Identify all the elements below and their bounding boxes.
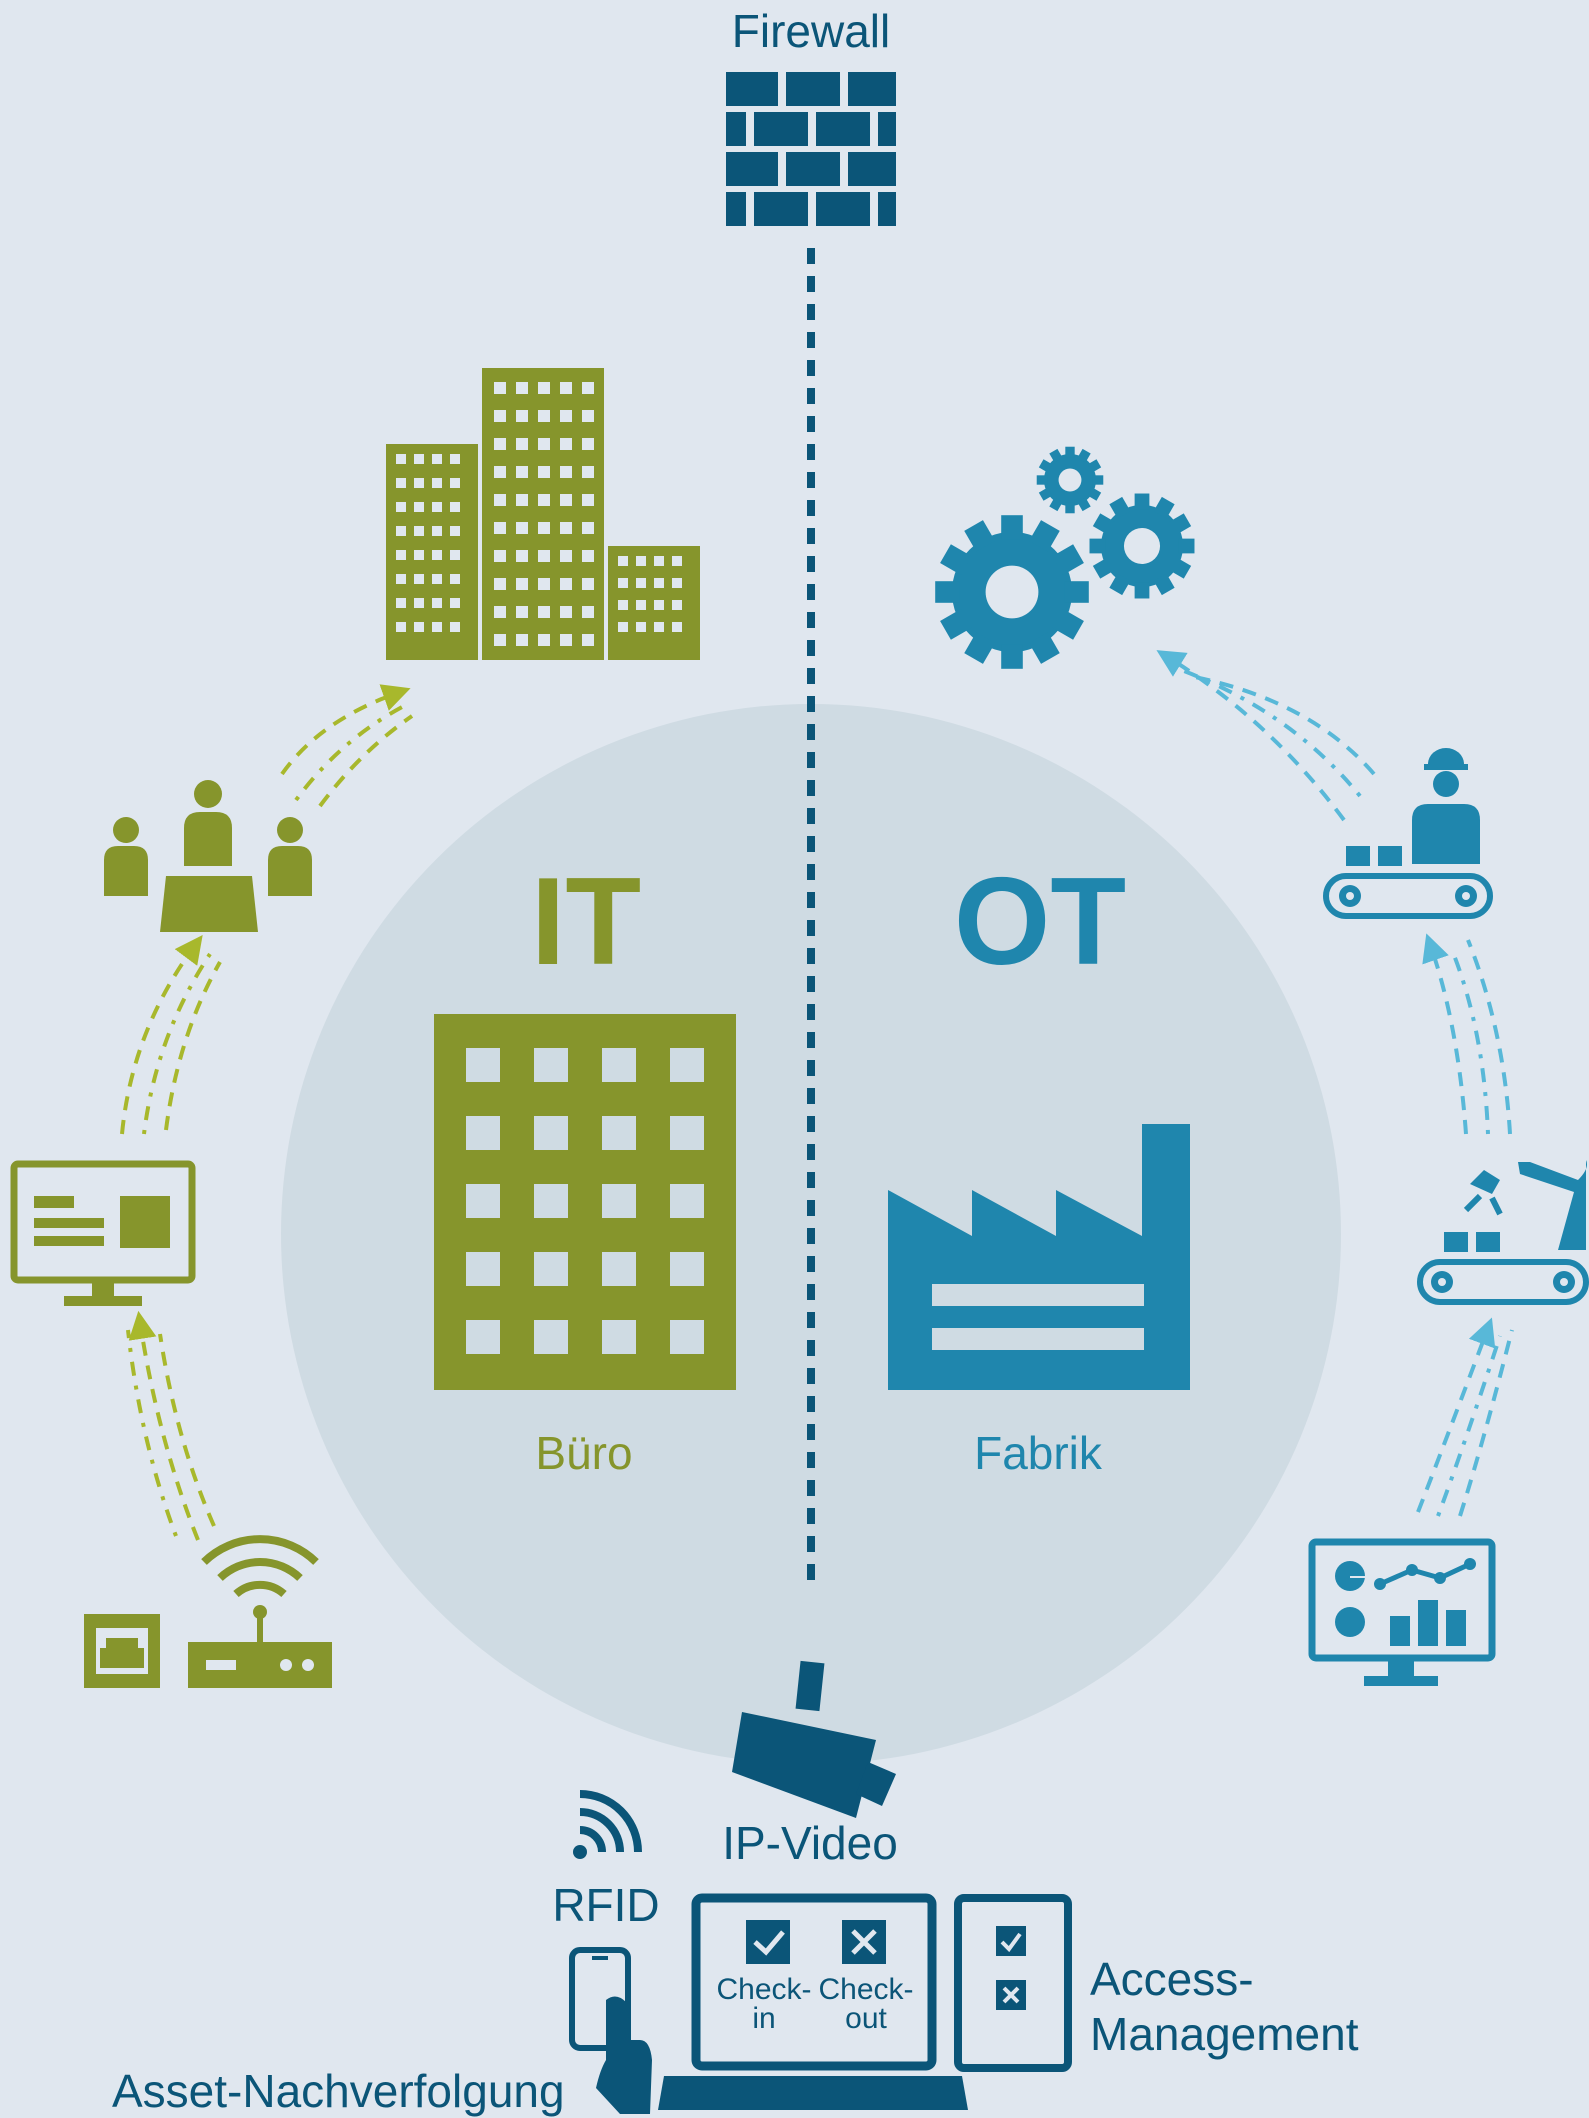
it-heading: IT bbox=[530, 853, 642, 991]
factory-label: Fabrik bbox=[974, 1427, 1102, 1479]
access-management-label: Access- Management bbox=[1090, 1952, 1410, 2062]
rfid-signal-icon bbox=[573, 1790, 642, 1859]
access-line1: Access- bbox=[1090, 1953, 1254, 2005]
meeting-icon bbox=[104, 780, 312, 932]
laptop-icon bbox=[658, 1893, 968, 2110]
check-in-line2: in bbox=[752, 2001, 776, 2035]
worker-conveyor-icon bbox=[1323, 748, 1493, 919]
monitor-icon bbox=[10, 1160, 196, 1306]
check-out-line2: out bbox=[845, 2001, 887, 2035]
asset-tracking-label: Asset-Nachverfolgung bbox=[112, 2065, 565, 2117]
rfid-label: RFID bbox=[552, 1879, 660, 1931]
check-out-line1: Check- bbox=[818, 1973, 914, 2006]
office-label: Büro bbox=[535, 1427, 633, 1479]
ip-camera-icon bbox=[732, 1660, 896, 1818]
it-cycle-arrows bbox=[120, 684, 414, 1541]
office-building-icon bbox=[434, 1014, 736, 1390]
factory-icon bbox=[888, 1124, 1190, 1390]
check-out-label: Check- out bbox=[818, 1973, 914, 2035]
robot-arm-conveyor-icon bbox=[1417, 1160, 1589, 1305]
gears-icon bbox=[935, 446, 1195, 669]
ot-cycle-arrows bbox=[1156, 650, 1514, 1517]
firewall-label: Firewall bbox=[731, 5, 891, 57]
ip-video-label: IP-Video bbox=[722, 1817, 898, 1869]
dashboard-monitor-icon bbox=[1308, 1538, 1496, 1686]
check-in-label: Check- in bbox=[716, 1973, 812, 2035]
access-tablet-icon bbox=[954, 1894, 1072, 2072]
check-in-line1: Check- bbox=[716, 1973, 812, 2006]
router-icon bbox=[84, 1535, 332, 1688]
ot-heading: OT bbox=[953, 853, 1127, 991]
city-buildings-icon bbox=[386, 368, 700, 660]
firewall-icon bbox=[726, 72, 896, 226]
access-line2: Management bbox=[1090, 2008, 1359, 2061]
smartphone-tap-icon bbox=[569, 1947, 652, 2114]
